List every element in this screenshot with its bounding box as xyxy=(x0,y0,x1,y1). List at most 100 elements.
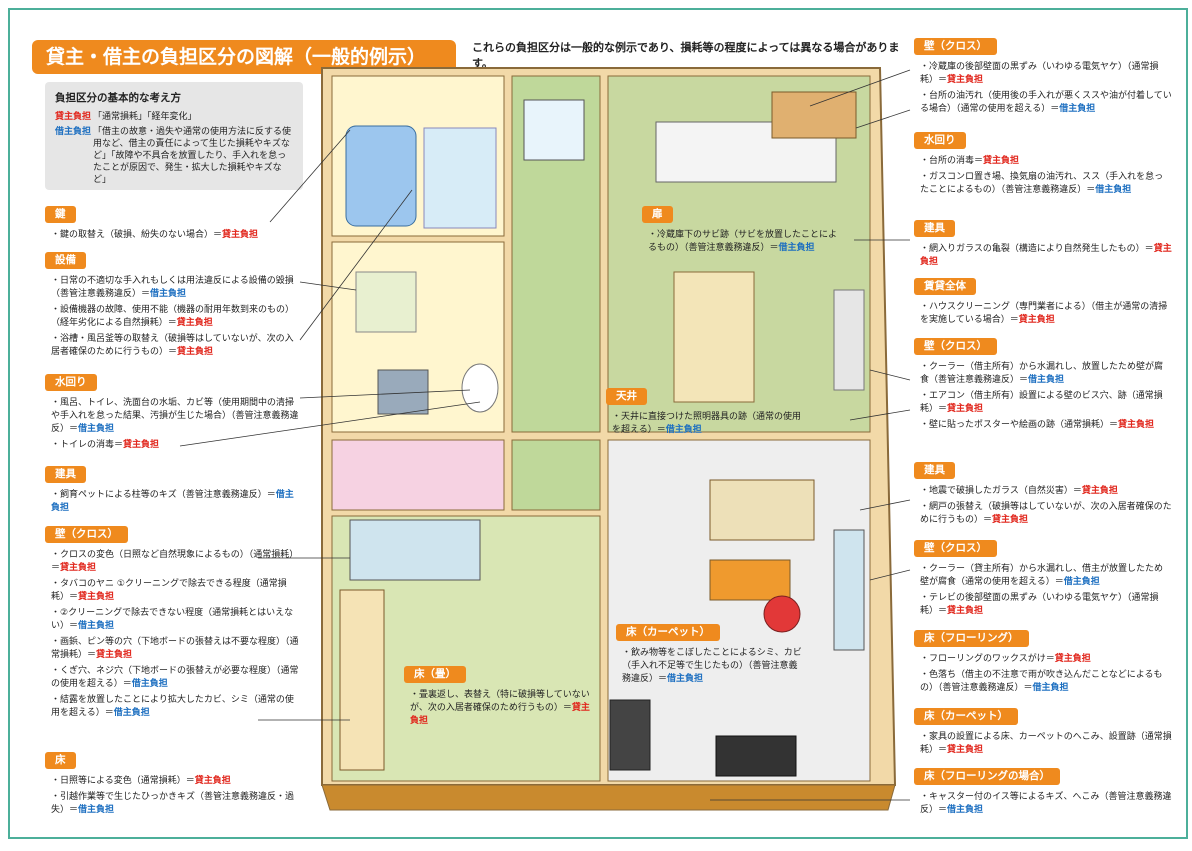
section-header: 鍵 xyxy=(45,206,76,223)
left-section-2: 水回り ・風呂、トイレ、洗面台の水垢、カビ等（使用期間中の清掃や手入れを怠った結… xyxy=(45,374,300,455)
left-section-0: 鍵 ・鍵の取替え（破損、紛失のない場合）＝貸主負担 xyxy=(45,206,303,245)
right-1-item-0: ・台所の消毒＝貸主負担 xyxy=(920,156,1020,166)
left-3-item-0: ・飼育ペットによる柱等のキズ（善管注意義務違反）＝借主負担 xyxy=(51,490,294,513)
left-1-item-1: ・設備機器の故障、使用不能（機器の耐用年数到来のもの）（経年劣化による自然損耗）… xyxy=(51,305,295,328)
right-1-item-1: ・ガスコンロ置き場、換気扇の油汚れ、スス（手入れを怠ったことによるもの）（善管注… xyxy=(920,172,1164,195)
right-section-4: 壁（クロス） ・クーラー（借主所有）から水漏れし、放置したため壁が腐食（善管注意… xyxy=(914,338,1172,435)
center-2-item-0: ・飲み物等をこぼしたことによるシミ、カビ（手入れ不足等で生じたもの）（善管注意義… xyxy=(622,648,802,684)
leader-line xyxy=(299,281,357,291)
section-header: 建具 xyxy=(914,462,955,479)
bathtub xyxy=(345,125,417,227)
left-2-item-1: ・トイレの消毒＝貸主負担 xyxy=(51,440,160,450)
leader-line xyxy=(869,569,911,581)
left-5-item-0: ・日照等による変色（通常損耗）＝貸主負担 xyxy=(51,776,231,786)
section-header: 床（畳） xyxy=(404,666,466,683)
right-section-6: 壁（クロス） ・クーラー（貸主所有）から水漏れし、借主が放置したため壁が腐食（通… xyxy=(914,540,1172,621)
leader-line xyxy=(859,499,911,511)
left-1-item-0: ・日常の不適切な手入れもしくは用法違反による設備の毀損（善管注意義務違反）＝借主… xyxy=(51,276,294,299)
toilet xyxy=(461,363,499,413)
left-section-1: 設備 ・日常の不適切な手入れもしくは用法違反による設備の毀損（善管注意義務違反）… xyxy=(45,252,300,362)
center-3-item-0: ・畳裏返し、表替え（特に破損等していないが、次の入居者確保のため行うもの）＝貸主… xyxy=(410,690,590,726)
right-2-item-0: ・網入りガラスの亀裂（構造により自然発生したもの）＝貸主負担 xyxy=(920,244,1172,267)
left-4-item-3: ・画鋲、ピン等の穴（下地ボードの張替えは不要な程度）（通常損耗）＝貸主負担 xyxy=(51,637,299,660)
diagram-page: 貸主・借主の負担区分の図解（一般的例示） これらの負担区分は一般的な例示であり、… xyxy=(8,8,1188,839)
leader-line xyxy=(855,109,911,129)
leader-lines xyxy=(179,69,911,801)
section-header: 床 xyxy=(45,752,76,769)
page-title: 貸主・借主の負担区分の図解（一般的例示） xyxy=(32,40,456,74)
left-section-5: 床 ・日照等による変色（通常損耗）＝貸主負担 ・引越作業等で生じたひっかきキズ（… xyxy=(45,752,300,820)
leader-line xyxy=(809,69,911,107)
right-section-2: 建具 ・網入りガラスの亀裂（構造により自然発生したもの）＝貸主負担 xyxy=(914,220,1172,272)
right-7-item-0: ・フローリングのワックスがけ＝貸主負担 xyxy=(920,654,1091,664)
leader-line xyxy=(269,129,351,223)
section-header: 扉 xyxy=(642,206,673,223)
section-header: 壁（クロス） xyxy=(914,338,997,355)
section-header: 壁（クロス） xyxy=(45,526,128,543)
leader-line xyxy=(869,369,911,381)
dining-table xyxy=(673,271,755,403)
left-5-item-1: ・引越作業等で生じたひっかきキズ（善管注意義務違反・過失）＝借主負担 xyxy=(51,792,295,815)
right-4-item-0: ・クーラー（借主所有）から水漏れし、放置したため壁が腐食（善管注意義務違反）＝借… xyxy=(920,362,1164,385)
section-header: 壁（クロス） xyxy=(914,38,997,55)
shower-tiles xyxy=(423,127,497,229)
computer-desk xyxy=(609,699,651,771)
leader-line xyxy=(179,401,481,447)
landlord-principle-text: 「通常損耗」「経年変化」 xyxy=(93,112,197,122)
right-6-item-1: ・テレビの後部壁面の黒ずみ（いわゆる電気ヤケ）（通常損耗）＝貸主負担 xyxy=(920,593,1159,616)
leader-line xyxy=(849,409,911,421)
sofa xyxy=(709,479,815,541)
right-section-0: 壁（クロス） ・冷蔵庫の後部壁面の黒ずみ（いわゆる電気ヤケ）（通常損耗）＝貸主負… xyxy=(914,38,1172,119)
section-header: 建具 xyxy=(45,466,86,483)
right-0-item-1: ・台所の油汚れ（使用後の手入れが悪くススや油が付着している場合）（通常の使用を超… xyxy=(920,91,1172,114)
right-section-5: 建具 ・地震で破損したガラス（自然災害）＝貸主負担 ・網戸の張替え（破損等はして… xyxy=(914,462,1172,530)
right-3-item-0: ・ハウスクリーニング（専門業者による）（借主が通常の清掃を実施している場合）＝貸… xyxy=(920,302,1168,325)
tenant-principle-text: 「借主の故意・過失や通常の使用方法に反する使用など、借主の責任によって生じた損耗… xyxy=(93,127,292,185)
center-section-1: 天井 ・天井に直接つけた照明器具の跡（通常の使用を超える）＝借主負担 xyxy=(606,388,806,440)
right-5-item-1: ・網戸の張替え（破損等はしていないが、次の入居者確保のために行うもの）＝貸主負担 xyxy=(920,502,1172,525)
section-header: 壁（クロス） xyxy=(914,540,997,557)
center-section-2: 床（カーペット） ・飲み物等をこぼしたことによるシミ、カビ（手入れ不足等で生じた… xyxy=(616,624,806,689)
center-section-3: 床（畳） ・畳裏返し、表替え（特に破損等していないが、次の入居者確保のため行うも… xyxy=(404,666,594,731)
intro-note: これらの負担区分は一般的な例示であり、損耗等の程度によっては異なる場合があります… xyxy=(472,41,900,70)
tatami-window xyxy=(349,519,481,581)
cushion xyxy=(763,595,801,633)
right-0-item-0: ・冷蔵庫の後部壁面の黒ずみ（いわゆる電気ヤケ）（通常損耗）＝貸主負担 xyxy=(920,62,1159,85)
section-header: 床（カーペット） xyxy=(616,624,720,641)
tenant-principle: 借主負担 「借主の故意・過失や通常の使用方法に反する使用など、借主の責任によって… xyxy=(55,126,293,186)
left-2-item-0: ・風呂、トイレ、洗面台の水垢、カビ等（使用期間中の清掃や手入れを怠った結果、汚損… xyxy=(51,398,299,434)
section-header: 床（カーペット） xyxy=(914,708,1018,725)
living-window xyxy=(833,529,865,651)
right-5-item-0: ・地震で破損したガラス（自然災害）＝貸主負担 xyxy=(920,486,1118,496)
center-section-0: 扉 ・冷蔵庫下のサビ跡（サビを放置したことによるもの）（善管注意義務違反）＝借主… xyxy=(642,206,842,258)
section-header: 床（フローリングの場合） xyxy=(914,768,1060,785)
refrigerator-box xyxy=(523,99,585,161)
left-4-item-0: ・クロスの変色（日照など自然現象によるもの）（通常損耗）＝貸主負担 xyxy=(51,550,299,573)
bed xyxy=(331,439,505,511)
section-header: 天井 xyxy=(606,388,647,405)
right-4-item-1: ・エアコン（借主所有）設置による壁のビス穴、跡（通常損耗）＝貸主負担 xyxy=(920,391,1163,414)
section-header: 水回り xyxy=(45,374,97,391)
basic-principles-heading: 負担区分の基本的な考え方 xyxy=(55,92,181,104)
center-0-item-0: ・冷蔵庫下のサビ跡（サビを放置したことによるもの）（善管注意義務違反）＝借主負担 xyxy=(648,230,838,253)
range-hood xyxy=(771,91,857,139)
section-header: 水回り xyxy=(914,132,966,149)
right-wall-shelf xyxy=(833,289,865,391)
hall xyxy=(511,439,601,511)
tenant-label: 借主負担 xyxy=(55,127,92,137)
shoji-screen xyxy=(339,589,385,771)
section-header: 建具 xyxy=(914,220,955,237)
section-header: 賃貸全体 xyxy=(914,278,976,295)
right-7-item-1: ・色落ち（借主の不注意で雨が吹き込んだことなどによるもの）（善管注意義務違反）＝… xyxy=(920,670,1163,693)
left-4-item-4: ・くぎ穴、ネジ穴（下地ボードの張替えが必要な程度）（通常の使用を超える）＝借主負… xyxy=(51,666,299,689)
landlord-principle: 貸主負担 「通常損耗」「経年変化」 xyxy=(55,111,293,123)
right-section-3: 賃貸全体 ・ハウスクリーニング（専門業者による）（借主が通常の清掃を実施している… xyxy=(914,278,1172,330)
apartment-base xyxy=(321,784,896,811)
right-section-1: 水回り ・台所の消毒＝貸主負担 ・ガスコンロ置き場、換気扇の油汚れ、スス（手入れ… xyxy=(914,132,1172,200)
basic-principles-box: 負担区分の基本的な考え方 貸主負担 「通常損耗」「経年変化」 借主負担 「借主の… xyxy=(45,82,303,190)
left-4-item-2: ・②クリーニングで除去できない程度（通常損耗とはいえない）＝借主負担 xyxy=(51,608,294,631)
left-4-item-5: ・結露を放置したことにより拡大したカビ、シミ（通常の使用を超える）＝借主負担 xyxy=(51,695,294,718)
leader-line xyxy=(299,189,413,341)
left-section-4: 壁（クロス） ・クロスの変色（日照など自然現象によるもの）（通常損耗）＝貸主負担… xyxy=(45,526,300,723)
right-section-8: 床（カーペット） ・家具の設置による床、カーペットのへこみ、設置跡（通常損耗）＝… xyxy=(914,708,1172,760)
